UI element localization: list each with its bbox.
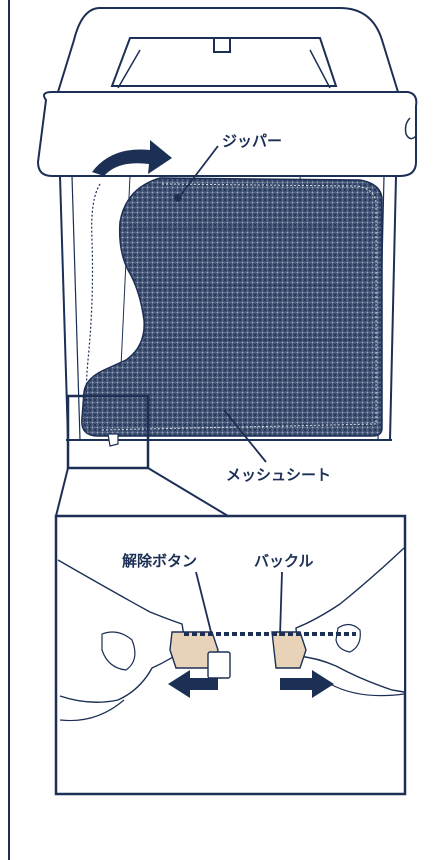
release-button-label: 解除ボタン: [122, 552, 197, 570]
left-arrow-icon: [168, 670, 218, 698]
zoom-connector-right: [147, 467, 229, 517]
zoom-source-box: [66, 394, 150, 470]
right-arrow-icon: [280, 670, 334, 698]
page-left-rule: [8, 0, 10, 860]
mesh-sheet: [81, 177, 383, 447]
leader-lines: [174, 145, 267, 463]
buckle-label: バックル: [254, 552, 314, 570]
mesh-sheet-label: メッシュシート: [226, 466, 331, 484]
detail-illustration: [57, 547, 405, 722]
zipper-label: ジッパー: [222, 132, 282, 150]
zoom-connector-left: [55, 467, 69, 517]
curved-arrow-icon: [92, 140, 172, 176]
